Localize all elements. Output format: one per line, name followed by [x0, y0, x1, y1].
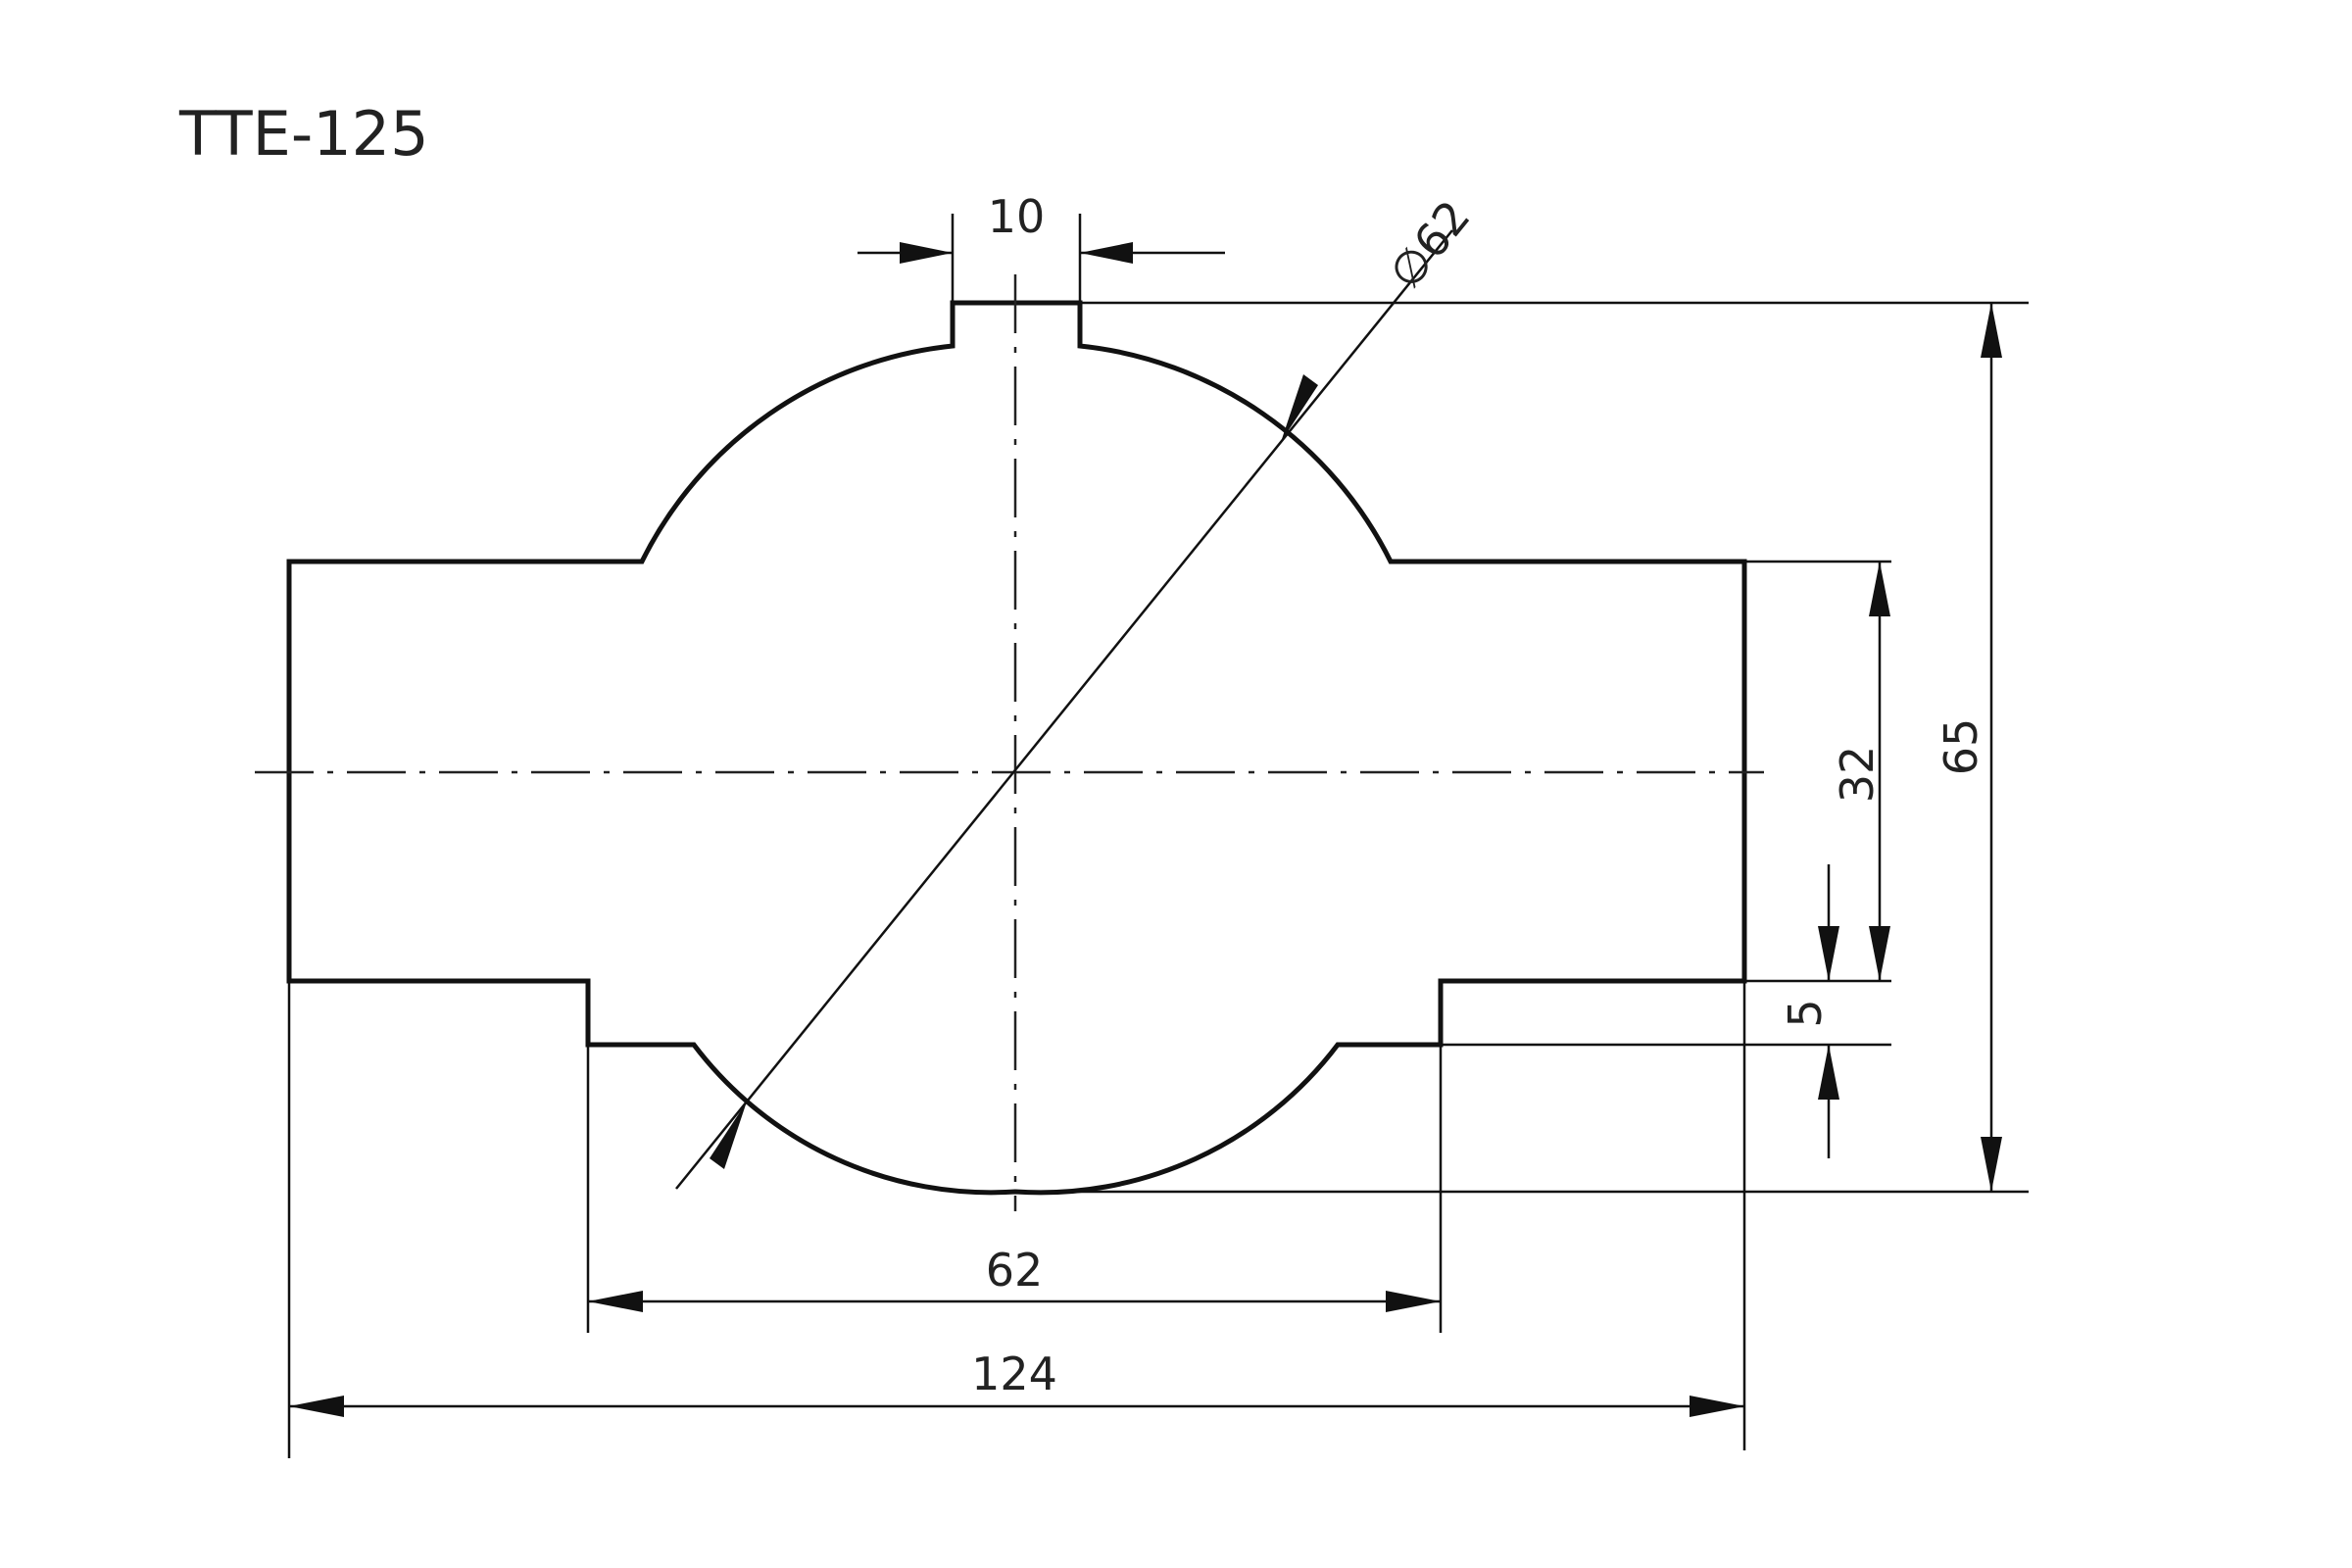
dimension-label-total-width: 124 [971, 1348, 1057, 1400]
dimension-slot-width: 10 [858, 190, 1225, 264]
drawing-title: TTE-125 [178, 98, 429, 170]
dimension-label-step: 5 [1779, 999, 1832, 1027]
dimension-step: 5 [1779, 864, 1839, 1158]
dimension-total-width: 124 [289, 1348, 1744, 1417]
dimension-label-half-height: 32 [1831, 746, 1884, 804]
dimension-label-inner-width: 62 [986, 1244, 1044, 1297]
dimension-label-diameter: ∅62 [1379, 190, 1481, 299]
extension-lines [287, 214, 2029, 1458]
dimension-label-total-height: 65 [1935, 718, 1987, 776]
dimension-label-slot-width: 10 [988, 190, 1046, 243]
dimension-inner-width: 62 [588, 1244, 1441, 1312]
dimension-total-height: 65 [1935, 303, 2002, 1192]
dimension-half-height: 32 [1831, 562, 1890, 981]
part-outline [286, 300, 1747, 1196]
